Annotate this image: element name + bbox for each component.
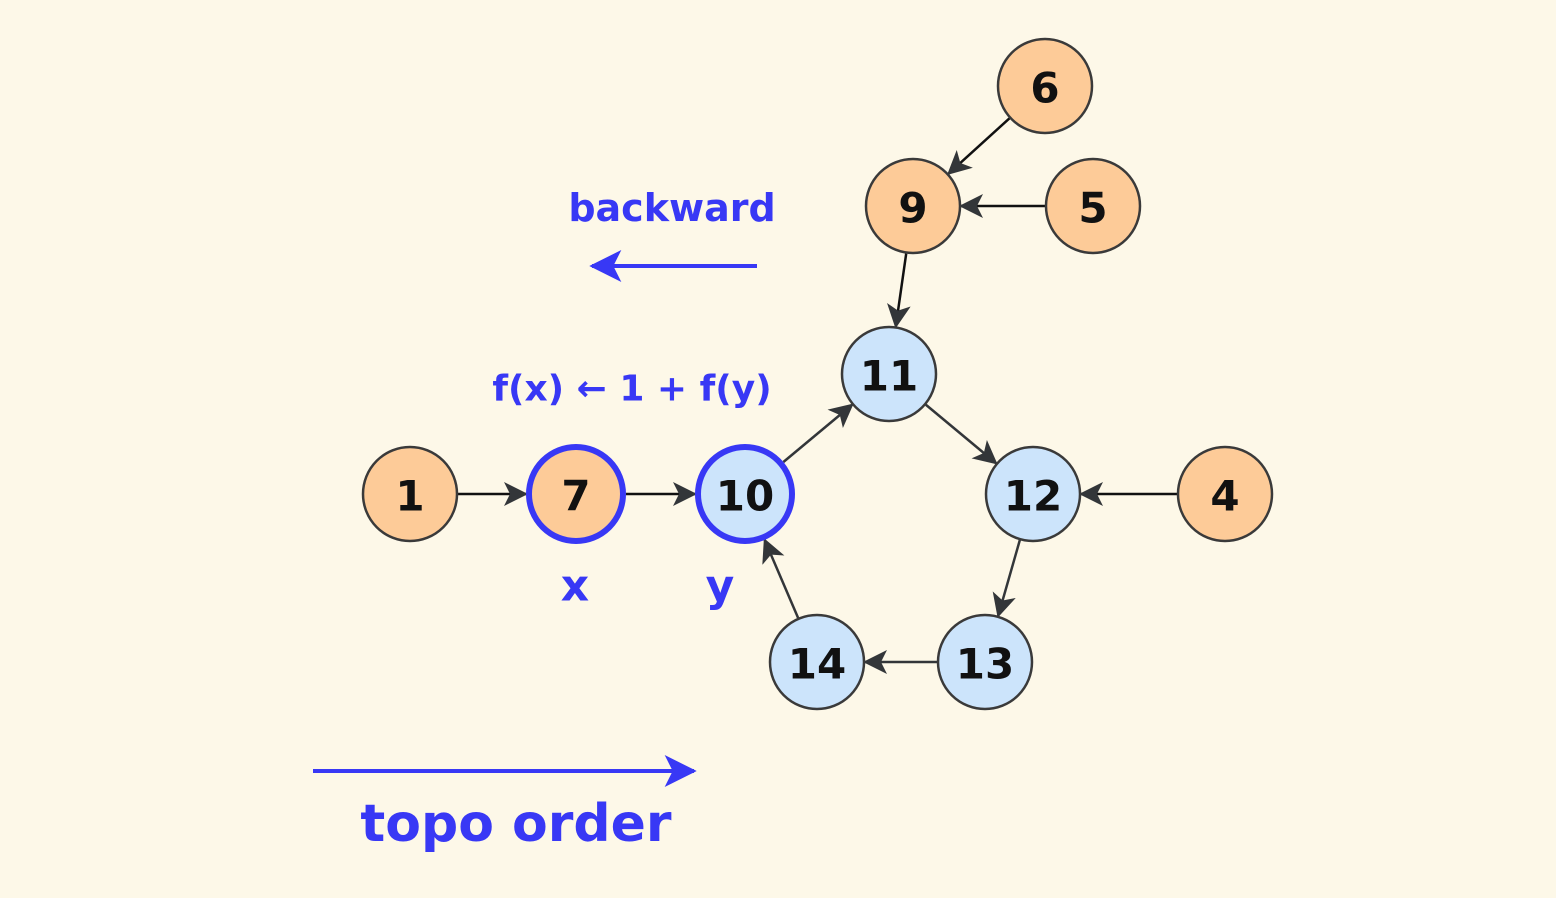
node-label: 5 [1078, 184, 1107, 233]
node-circle [695, 444, 795, 544]
edge-9-to-11 [887, 253, 911, 329]
node-circle [1176, 445, 1274, 543]
node-7: 7 [526, 444, 626, 544]
node-10: 10 [695, 444, 795, 544]
node-14: 14 [768, 613, 866, 711]
node-12: 12 [984, 445, 1082, 543]
node-label: 9 [898, 184, 927, 233]
node-circle [996, 37, 1094, 135]
node-circle [1044, 157, 1142, 255]
node-label: 14 [788, 640, 846, 689]
formula-label: f(x) ← 1 + f(y) [492, 369, 771, 410]
node-circle [768, 613, 866, 711]
node-circle [526, 444, 626, 544]
node-label: 6 [1030, 64, 1059, 113]
node-label: 11 [860, 352, 918, 401]
edge-10-to-11 [782, 403, 854, 463]
node-circle [864, 157, 962, 255]
node-6: 6 [996, 37, 1094, 135]
x-label: x [561, 561, 589, 612]
node-circle [936, 613, 1034, 711]
node-9: 9 [864, 157, 962, 255]
node-11: 11 [840, 325, 938, 423]
edge-6-to-9 [947, 117, 1011, 176]
edge-11-to-12 [925, 403, 998, 465]
topo-order-label: topo order [360, 794, 671, 854]
node-13: 13 [936, 613, 1034, 711]
node-label: 10 [716, 472, 774, 521]
node-1: 1 [361, 445, 459, 543]
edges [458, 117, 1177, 674]
node-label: 13 [956, 640, 1014, 689]
node-circle [361, 445, 459, 543]
node-label: 7 [561, 472, 590, 521]
edge-12-to-13 [992, 539, 1022, 618]
node-label: 12 [1004, 472, 1062, 521]
node-5: 5 [1044, 157, 1142, 255]
node-circle [984, 445, 1082, 543]
backward-label: backward [568, 186, 775, 230]
nodes: 1 7 10 11 12 13 14 4 9 6 5 [361, 37, 1274, 711]
y-label: y [706, 561, 735, 612]
node-label: 1 [395, 472, 424, 521]
edge-14-to-10 [762, 538, 800, 619]
node-circle [840, 325, 938, 423]
node-4: 4 [1176, 445, 1274, 543]
node-label: 4 [1210, 472, 1239, 521]
